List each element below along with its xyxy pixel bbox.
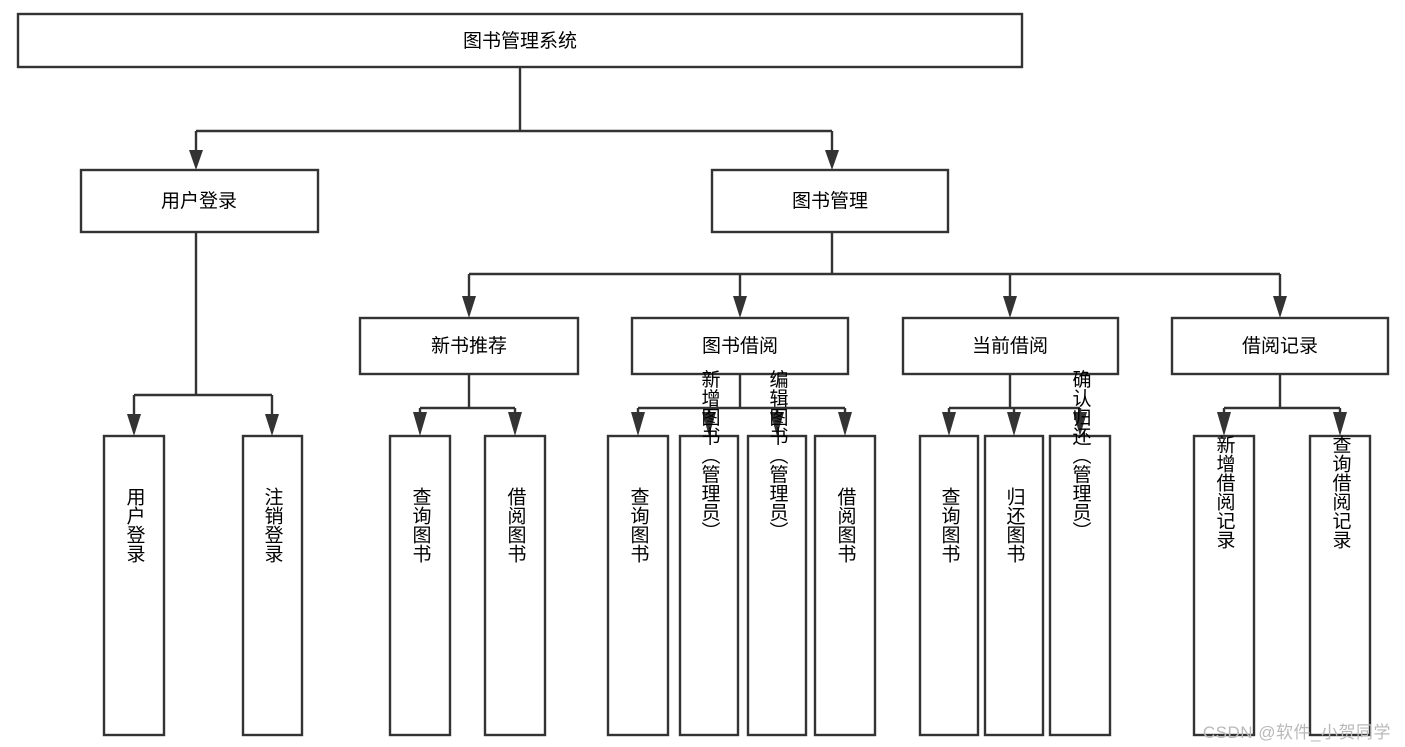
- arrow-head-icon: [733, 296, 747, 318]
- node-current-borrow-label: 当前借阅: [972, 335, 1048, 357]
- node-book-management-label: 图书管理: [792, 190, 868, 212]
- leaf-node-edit-book-admin[interactable]: 编辑图书（管理员）: [746, 369, 808, 737]
- leaf-node-borrow-book-recommend[interactable]: 借阅图书: [483, 434, 547, 737]
- arrow-head-icon: [127, 414, 141, 436]
- arrow-head-icon: [631, 412, 645, 436]
- connector-user-login-to-leaves: [127, 232, 279, 436]
- leaf-node-edit-book-admin-label: 编辑图书（管理员）: [767, 369, 789, 540]
- leaf-node-add-borrow-record[interactable]: 新增借阅记录: [1192, 435, 1256, 737]
- leaf-node-query-book-recommend[interactable]: 查询图书: [388, 434, 452, 737]
- leaf-node-add-book-admin[interactable]: 新增图书（管理员）: [678, 369, 740, 737]
- node-root[interactable]: 图书管理系统: [16, 12, 1024, 69]
- node-book-borrow-label: 图书借阅: [702, 335, 778, 357]
- node-new-book-recommend[interactable]: 新书推荐: [358, 316, 580, 376]
- connector-borrow-to-leaves: [631, 374, 852, 436]
- leaf-node-borrow-book[interactable]: 借阅图书: [813, 434, 877, 737]
- arrow-head-icon: [1333, 412, 1347, 436]
- leaf-node-query-borrow-record[interactable]: 查询借阅记录: [1308, 435, 1372, 737]
- leaf-node-query-book-recommend-label: 查询图书: [410, 487, 432, 563]
- node-root-label: 图书管理系统: [463, 30, 577, 52]
- leaf-node-add-borrow-record-label: 新增借阅记录: [1214, 435, 1236, 549]
- arrow-head-icon: [942, 412, 956, 436]
- leaf-node-return-book-label: 归还图书: [1004, 487, 1026, 563]
- leaf-node-borrow-book-label: 借阅图书: [835, 487, 857, 563]
- leaf-node-return-book[interactable]: 归还图书: [983, 434, 1045, 737]
- node-current-borrow[interactable]: 当前借阅: [901, 316, 1120, 376]
- arrow-head-icon: [1003, 296, 1017, 318]
- node-book-management[interactable]: 图书管理: [710, 168, 950, 234]
- node-book-borrow[interactable]: 图书借阅: [630, 316, 850, 376]
- leaf-node-add-book-admin-label: 新增图书（管理员）: [699, 369, 721, 540]
- leaf-node-borrow-book-recommend-label: 借阅图书: [505, 487, 527, 563]
- arrow-head-icon: [1007, 412, 1021, 436]
- leaf-node-query-borrow-record-label: 查询借阅记录: [1330, 435, 1352, 549]
- arrow-head-icon: [825, 150, 839, 170]
- leaf-node-query-book-borrow-label: 查询图书: [628, 487, 650, 563]
- leaf-node-query-book-current[interactable]: 查询图书: [918, 434, 980, 737]
- arrow-head-icon: [189, 150, 203, 170]
- leaf-node-user-login-label: 用户登录: [124, 487, 146, 563]
- arrow-head-icon: [702, 412, 716, 436]
- connector-current-borrow-to-leaves: [942, 374, 1087, 436]
- leaf-node-logout-label: 注销登录: [262, 487, 284, 563]
- connector-record-to-leaves: [1217, 374, 1347, 436]
- arrow-head-icon: [413, 412, 427, 436]
- arrow-head-icon: [770, 412, 784, 436]
- leaf-node-confirm-return-admin[interactable]: 确认归还（管理员）: [1048, 369, 1112, 737]
- leaf-node-user-login[interactable]: 用户登录: [102, 434, 166, 737]
- arrow-head-icon: [1217, 412, 1231, 436]
- node-borrow-record-label: 借阅记录: [1242, 335, 1318, 357]
- node-user-login[interactable]: 用户登录: [79, 168, 320, 234]
- leaf-node-logout[interactable]: 注销登录: [241, 434, 304, 737]
- connector-book-mgmt-to-level2: [462, 232, 1287, 318]
- leaf-node-confirm-return-admin-label: 确认归还（管理员）: [1070, 369, 1092, 540]
- leaf-node-query-book-current-label: 查询图书: [939, 487, 961, 563]
- arrow-head-icon: [1273, 296, 1287, 318]
- arrow-head-icon: [508, 412, 522, 436]
- node-borrow-record[interactable]: 借阅记录: [1170, 316, 1390, 376]
- arrow-head-icon: [1073, 412, 1087, 436]
- node-user-login-label: 用户登录: [161, 190, 237, 212]
- connector-root-to-level1: [189, 67, 839, 170]
- leaf-node-query-book-borrow[interactable]: 查询图书: [606, 434, 670, 737]
- connector-new-book-to-leaves: [413, 374, 522, 436]
- arrow-head-icon: [265, 414, 279, 436]
- arrow-head-icon: [462, 296, 476, 318]
- arrow-head-icon: [838, 412, 852, 436]
- node-new-book-recommend-label: 新书推荐: [431, 335, 507, 357]
